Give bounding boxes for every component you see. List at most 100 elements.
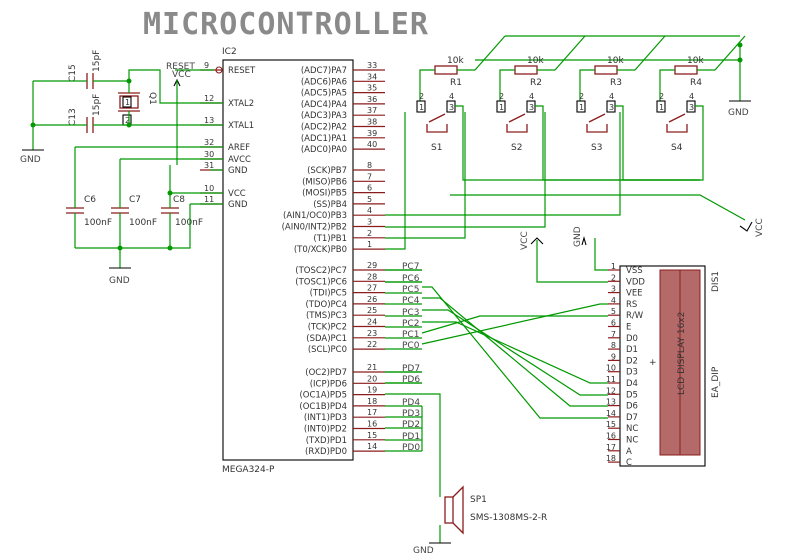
wire-pb2 (385, 112, 546, 228)
lcd-pin-number: 8 (611, 341, 616, 350)
mcu-pin-name: (AIN0/INT2)PB2 (282, 223, 347, 233)
switch-pin: 3 (689, 103, 694, 112)
lcd-pin-number: 5 (611, 307, 616, 316)
switch-actuator (588, 113, 606, 123)
wire-resistor-rail (457, 35, 506, 71)
mcu-pin-number: 23 (367, 329, 377, 338)
switch-pin: 4 (609, 92, 614, 101)
mcu-pin-name: XTAL1 (228, 121, 254, 131)
resistor-value: 10k (527, 56, 544, 66)
gnd-arrow-lcd (581, 235, 587, 246)
switch-pin: 4 (449, 92, 454, 101)
mcu-pin-number: 11 (204, 195, 214, 204)
lcd-pin-number: 18 (606, 454, 616, 463)
mcu-pin-name: (OC2)PD7 (305, 368, 347, 378)
mcu-pin-number: 1 (367, 240, 372, 249)
lcd-pin-name: D2 (626, 356, 638, 366)
switch-ref: S4 (671, 143, 683, 153)
mcu-pin-number: 9 (204, 61, 209, 70)
junction (126, 78, 132, 84)
pullup-resistor-body (594, 65, 618, 75)
switch-ref: S1 (431, 143, 442, 153)
mcu-ic2: IC2 MEGA324-P 9RESET12XTAL213XTAL132AREF… (200, 47, 385, 475)
mcu-pin-number: 17 (367, 408, 377, 417)
port-net-label: PC5 (402, 285, 419, 295)
mcu-right-pins: 33(ADC7)PA734(ADC6)PA635(ADC5)PA536(ADC4… (282, 61, 385, 457)
crystal-pin1: 1 (125, 98, 130, 107)
switch-pin: 1 (579, 103, 584, 112)
lcd-ref: DIS1 (711, 271, 721, 292)
c6-value: 100nF (84, 218, 112, 228)
reset-net-label: RESET (166, 62, 195, 72)
mcu-pin-number: 38 (367, 118, 377, 127)
wire-pc0 (421, 303, 608, 345)
port-net-label: PD7 (402, 364, 420, 374)
wire-lcd-vdd (536, 240, 608, 283)
mcu-pin-name: (TDI)PC5 (310, 289, 347, 299)
mcu-pin-name: (INT0)PD2 (304, 425, 347, 435)
lcd-pin-name: A (626, 447, 632, 457)
buttons: 10kR12143S110kR22143S210kR32143S310kR421… (416, 35, 746, 181)
lcd-pin-name: VSS (626, 266, 643, 276)
pullup-resistor-body (514, 65, 538, 75)
crystal-ref: Q1 (147, 92, 157, 105)
wire-switch-common (535, 105, 700, 181)
wire-switch-common (455, 105, 700, 181)
wire-pc4 (422, 297, 608, 407)
wire-pc3 (422, 309, 608, 396)
lcd-pin-name: D6 (626, 402, 638, 412)
mcu-pin-name: (ADC4)PA4 (301, 100, 347, 110)
decoupling-caps: C6 100nF C7 100nF C8 100nF (66, 195, 203, 228)
mcu-pin-name: (TCK)PC2 (308, 323, 347, 333)
port-net-label: PC7 (402, 262, 419, 272)
switch-pin: 2 (499, 92, 504, 101)
mcu-pin-number: 10 (204, 184, 214, 193)
port-net-label: PD4 (402, 398, 420, 408)
mcu-pin-number: 33 (367, 61, 377, 70)
mcu-pin-name: (SDA)PC1 (306, 334, 347, 344)
speaker-cone (452, 485, 464, 535)
mcu-pin-name: (T1)PB1 (313, 234, 347, 244)
lcd-pin-name: C (626, 458, 632, 468)
wire-resistor-switch (499, 69, 515, 101)
mcu-pin-number: 39 (367, 129, 377, 138)
mcu-pin-number: 25 (367, 306, 377, 315)
wire-gnd-bottom (75, 204, 191, 249)
c7-value: 100nF (129, 218, 157, 228)
c15-value: 15pF (92, 50, 102, 72)
speaker-value: SMS-1308MS-2-R (470, 513, 547, 523)
lcd-pin-name: E (626, 323, 631, 333)
wire-c15-crystal (93, 80, 130, 93)
mcu-pin-number: 15 (367, 431, 377, 440)
vcc-label-lcd: VCC (520, 231, 530, 250)
lcd-pin-number: 15 (606, 420, 616, 429)
c13-value: 15pF (92, 94, 102, 116)
lcd-pin-number: 6 (611, 319, 616, 328)
mcu-pin-name: AVCC (228, 155, 251, 165)
mcu-pin-name: VCC (228, 189, 246, 199)
mcu-pin-number: 36 (367, 95, 377, 104)
lcd-pin-number: 3 (611, 285, 616, 294)
mcu-pin-name: (SS)PB4 (313, 200, 347, 210)
mcu-pin-number: 21 (367, 363, 377, 372)
mcu-pin-name: (ADC7)PA7 (301, 66, 347, 76)
lcd-pin-number: 16 (606, 432, 616, 441)
schematic-title: MICROCONTROLLER (143, 7, 429, 42)
mcu-pin-number: 29 (367, 261, 377, 270)
port-net-labels: PC7PC6PC5PC4PC3PC2PC1PC0PD7PD6PD4PD3PD2P… (385, 262, 423, 453)
mcu-pin-number: 30 (204, 150, 214, 159)
wire-pb3 (385, 112, 621, 216)
switch-pin: 4 (689, 92, 694, 101)
resistor-value: 10k (687, 56, 704, 66)
junction (737, 57, 743, 63)
mcu-pin-name: (AIN1/OC0)PB3 (283, 211, 347, 221)
mcu-pin-name: (TOSC1)PC6 (295, 277, 347, 287)
lcd-pin-name: D7 (626, 413, 638, 423)
mcu-pin-number: 32 (204, 138, 214, 147)
mcu-pin-number: 27 (367, 284, 377, 293)
lcd-body (619, 265, 706, 467)
resistor-value: 10k (607, 56, 624, 66)
vcc-label-right: VCC (755, 218, 765, 237)
switch-pin: 4 (529, 92, 534, 101)
